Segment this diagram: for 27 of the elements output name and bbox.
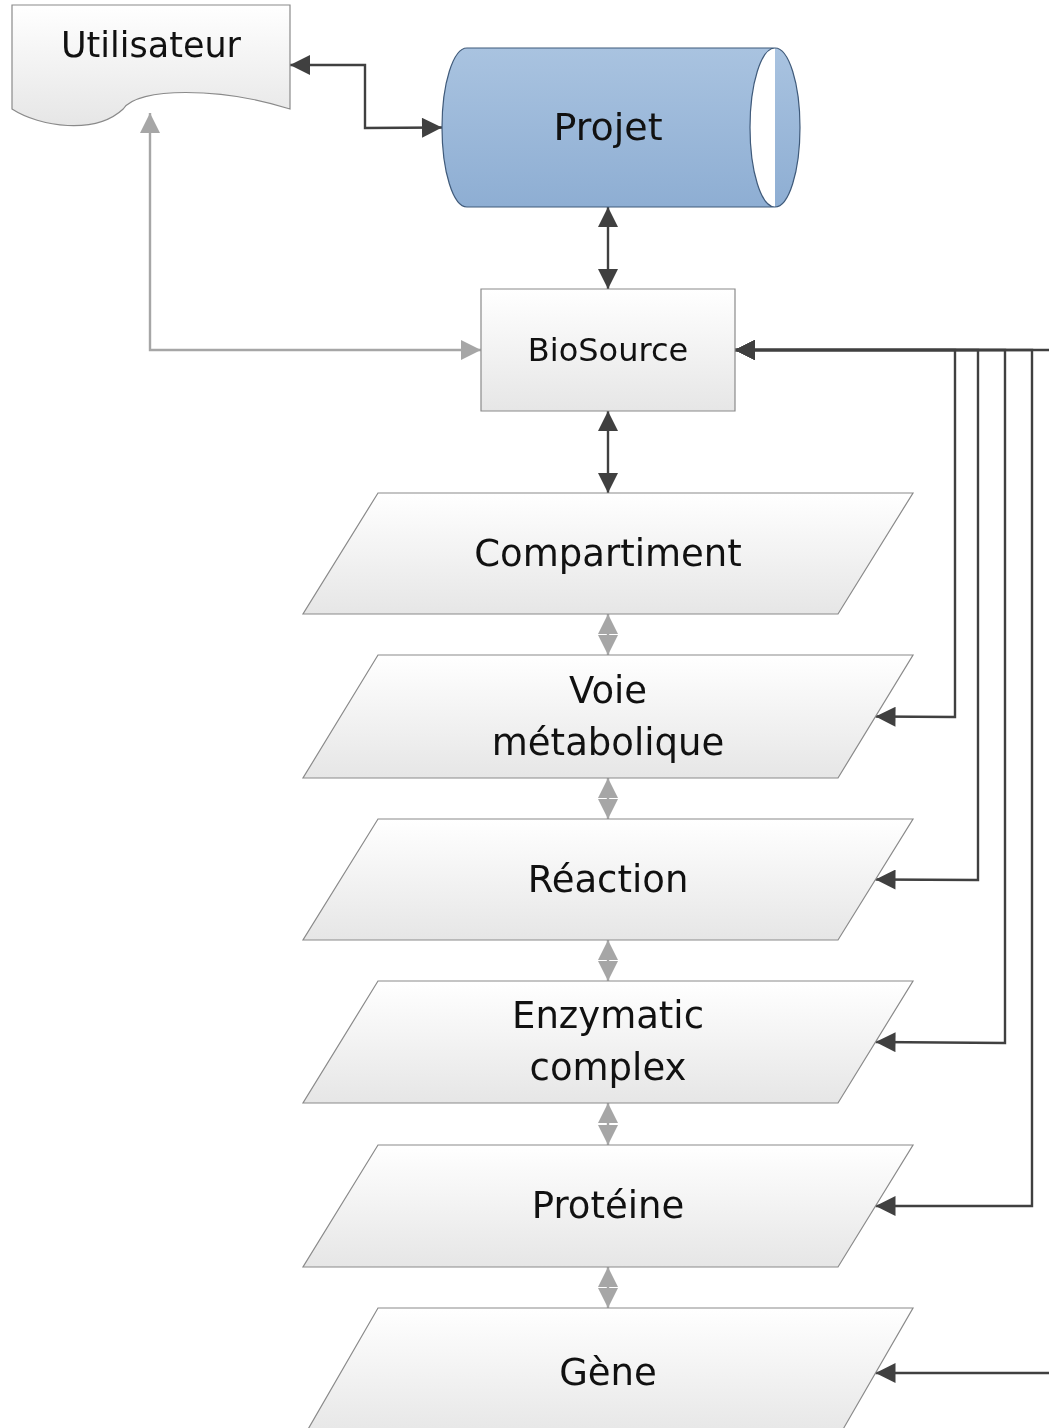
document-shape <box>12 5 290 127</box>
node-label: Projet <box>552 103 664 151</box>
node-label: Voie métabolique <box>490 667 726 766</box>
parallelogram-shape <box>303 819 913 940</box>
connector-arrow <box>875 1363 1049 1383</box>
connector-arrow <box>598 1267 618 1308</box>
connector-arrow <box>598 614 618 655</box>
cylinder-shape <box>442 48 800 207</box>
node-label: Enzymatic complex <box>511 993 705 1091</box>
parallelogram-shape <box>303 981 913 1103</box>
connector-arrow <box>598 207 618 289</box>
connector-arrow <box>290 55 442 138</box>
connector-arrow <box>140 113 481 360</box>
node-label: Réaction <box>526 856 690 903</box>
connector-arrow <box>598 1103 618 1145</box>
parallelogram-shape <box>303 1145 913 1267</box>
connector-arrow <box>598 411 618 493</box>
node-label: Utilisateur <box>60 24 242 67</box>
node-label: Protéine <box>530 1183 686 1230</box>
parallelogram-shape <box>303 655 913 778</box>
node-label: BioSource <box>526 329 690 371</box>
node-label: Compartiment <box>473 530 743 577</box>
node-label: Gène <box>558 1350 658 1397</box>
connector-arrow <box>598 940 618 981</box>
parallelogram-shape <box>303 493 913 614</box>
connector-arrow <box>598 778 618 819</box>
process-box <box>481 289 735 411</box>
